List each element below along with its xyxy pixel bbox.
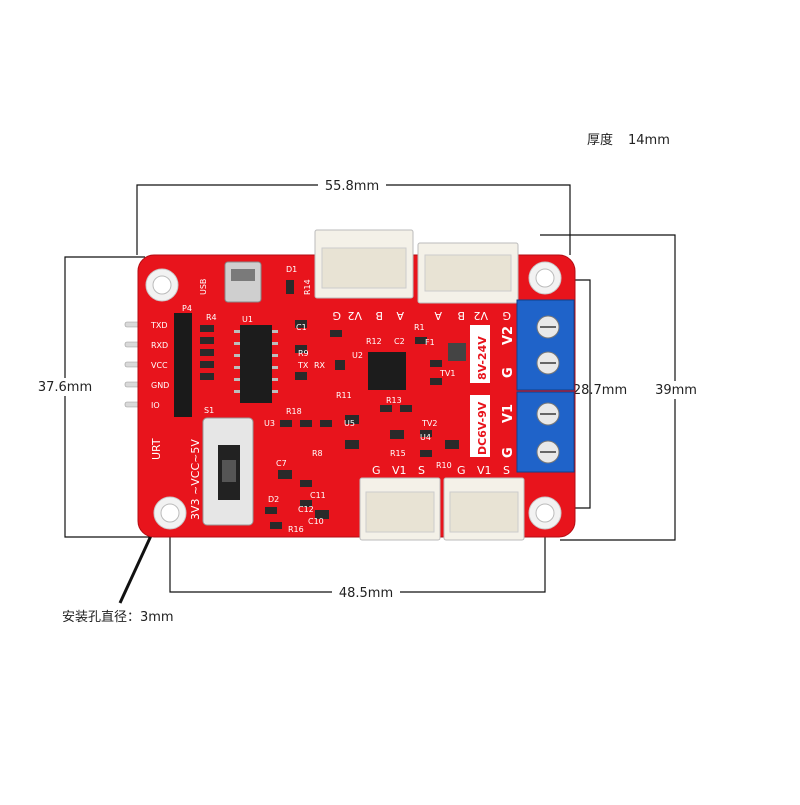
svg-text:TV2: TV2: [421, 419, 437, 428]
top-pin-1: G: [332, 309, 341, 322]
top2-pin-2: B: [457, 309, 465, 322]
svg-text:C1: C1: [296, 323, 307, 332]
svg-text:C12: C12: [298, 505, 314, 514]
ic-u1: [240, 325, 272, 403]
terminal-label-g1: G: [501, 367, 516, 378]
usb-connector: [224, 261, 262, 303]
ic-tv: [448, 343, 466, 361]
voltage-top-label: 8V-24V: [476, 336, 489, 380]
thickness-value: 14mm: [628, 133, 670, 148]
svg-text:F1: F1: [425, 338, 435, 347]
pin-header: [174, 313, 192, 417]
component-labels: D1 R14 R4 U1 C1 R9 TX RX C2 R12 U2 R1 F1…: [206, 265, 455, 534]
terminal-label-v2: V2: [501, 326, 516, 345]
top-pin-3: B: [375, 309, 383, 322]
top2-pin-1: A: [434, 309, 442, 322]
top2-pin-4: G: [502, 309, 511, 322]
terminal-label-g2: G: [501, 447, 516, 458]
smd-components: [200, 280, 459, 529]
svg-text:R14: R14: [303, 279, 312, 295]
svg-text:U1: U1: [242, 315, 253, 324]
thickness-label: 厚度: [587, 132, 613, 148]
pin-label-rxd: RXD: [151, 341, 168, 350]
svg-text:C10: C10: [308, 517, 324, 526]
svg-text:R9: R9: [298, 349, 309, 358]
bottom-pin-g: G: [372, 464, 381, 477]
header-label: P4: [182, 304, 192, 313]
svg-text:U2: U2: [352, 351, 363, 360]
mounting-holes: [145, 261, 562, 530]
svg-text:TX: TX: [297, 361, 309, 370]
height-left-label: 37.6mm: [38, 380, 92, 395]
usb-label: USB: [199, 279, 208, 295]
bottom-pin-v1: V1: [392, 464, 407, 477]
hole-diameter-leader: [118, 526, 157, 604]
voltage-bottom-label: DC6V-9V: [476, 401, 489, 455]
svg-text:R16: R16: [288, 525, 304, 534]
power-select-label: 3V3 ~VCC~5V: [189, 439, 202, 520]
height-right-label: 39mm: [655, 383, 697, 398]
height-left-line: [64, 256, 150, 538]
svg-text:R1: R1: [414, 323, 425, 332]
pin-label-txd: TXD: [150, 321, 168, 330]
top-pin-2: V2: [347, 309, 362, 322]
width-top-label: 55.8mm: [325, 179, 379, 194]
top2-pin-3: V2: [473, 309, 488, 322]
pin-label-io: IO: [151, 401, 160, 410]
uart-label: URT: [150, 438, 163, 460]
svg-text:TV1: TV1: [439, 369, 455, 378]
svg-text:U3: U3: [264, 419, 275, 428]
hole-diameter-label: 安装孔直径：3mm: [62, 610, 174, 625]
svg-text:D1: D1: [286, 265, 297, 274]
bottom-pin-s: S: [418, 464, 425, 477]
switch-label: S1: [204, 406, 214, 415]
svg-text:RX: RX: [314, 361, 326, 370]
pin-label-vcc: VCC: [151, 361, 168, 370]
hole-spacing-label: 28.7mm: [573, 383, 627, 398]
ic-u2: [368, 352, 406, 390]
bottom2-pin-g: G: [457, 464, 466, 477]
screw-terminals: [516, 299, 575, 473]
svg-text:R8: R8: [312, 449, 323, 458]
svg-text:C11: C11: [310, 491, 326, 500]
svg-text:R12: R12: [366, 337, 382, 346]
svg-text:R4: R4: [206, 313, 217, 322]
bottom2-pin-s: S: [503, 464, 510, 477]
width-bottom-label: 48.5mm: [339, 586, 393, 601]
svg-text:R15: R15: [390, 449, 406, 458]
svg-text:D2: D2: [268, 495, 279, 504]
svg-text:R18: R18: [286, 407, 302, 416]
svg-text:C2: C2: [394, 337, 405, 346]
svg-text:U4: U4: [420, 433, 431, 442]
top-pin-4: A: [396, 309, 404, 322]
pin-labels: TXD RXD VCC GND IO: [150, 321, 169, 410]
terminal-label-v1: V1: [501, 404, 516, 423]
svg-text:R11: R11: [336, 391, 352, 400]
svg-text:R10: R10: [436, 461, 452, 470]
svg-text:C7: C7: [276, 459, 287, 468]
bottom2-pin-v1: V1: [477, 464, 492, 477]
svg-text:R13: R13: [386, 396, 402, 405]
svg-text:U5: U5: [344, 419, 355, 428]
pin-label-gnd: GND: [151, 381, 169, 390]
